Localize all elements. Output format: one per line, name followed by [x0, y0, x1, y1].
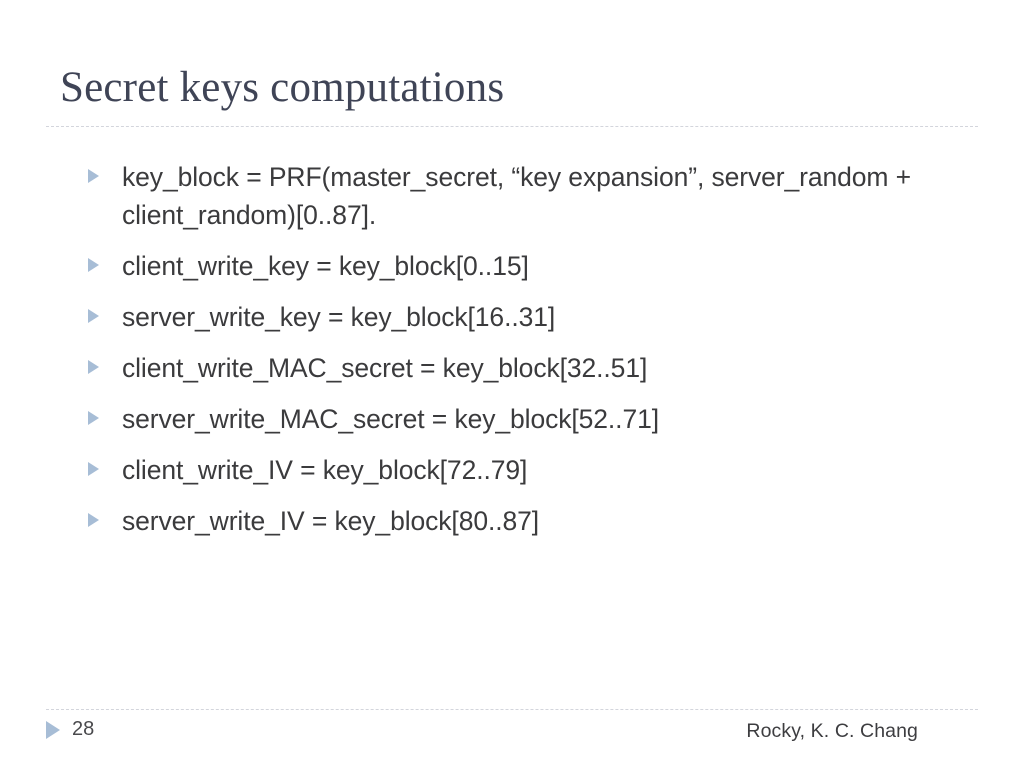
bullet-triangle-icon — [88, 158, 122, 183]
list-item-label: key_block = PRF(master_secret, “key expa… — [122, 162, 912, 230]
bullet-triangle-icon — [88, 451, 122, 476]
bullet-triangle-icon — [88, 502, 122, 527]
list-item: server_write_IV = key_block[80..87] — [88, 502, 958, 540]
page-title: Secret keys computations — [60, 64, 505, 111]
slide-footer: 28 Rocky, K. C. Chang — [0, 714, 1024, 760]
list-item-label: client_write_key = key_block[0..15] — [122, 251, 529, 281]
list-item-label: server_write_key = key_block[16..31] — [122, 302, 556, 332]
list-item: server_write_key = key_block[16..31] — [88, 298, 958, 336]
bullet-triangle-icon — [88, 247, 122, 272]
footer-author: Rocky, K. C. Chang — [746, 720, 918, 742]
footer-divider — [46, 709, 978, 710]
title-divider — [46, 126, 978, 127]
list-item: client_write_key = key_block[0..15] — [88, 247, 958, 285]
list-item-label: client_write_MAC_secret = key_block[32..… — [122, 353, 648, 383]
list-item: server_write_MAC_secret = key_block[52..… — [88, 400, 958, 438]
list-item: key_block = PRF(master_secret, “key expa… — [88, 158, 958, 234]
bullet-list: key_block = PRF(master_secret, “key expa… — [88, 158, 958, 553]
footer-triangle-icon — [46, 720, 60, 739]
list-item: client_write_IV = key_block[72..79] — [88, 451, 958, 489]
list-item: client_write_MAC_secret = key_block[32..… — [88, 349, 958, 387]
bullet-triangle-icon — [88, 400, 122, 425]
bullet-triangle-icon — [88, 298, 122, 323]
slide-number: 28 — [72, 718, 95, 740]
slide-number-group: 28 — [46, 718, 94, 741]
list-item-label: client_write_IV = key_block[72..79] — [122, 455, 528, 485]
list-item-label: server_write_IV = key_block[80..87] — [122, 506, 540, 536]
title-area: Secret keys computations — [60, 62, 980, 114]
list-item-label: server_write_MAC_secret = key_block[52..… — [122, 404, 659, 434]
bullet-triangle-icon — [88, 349, 122, 374]
